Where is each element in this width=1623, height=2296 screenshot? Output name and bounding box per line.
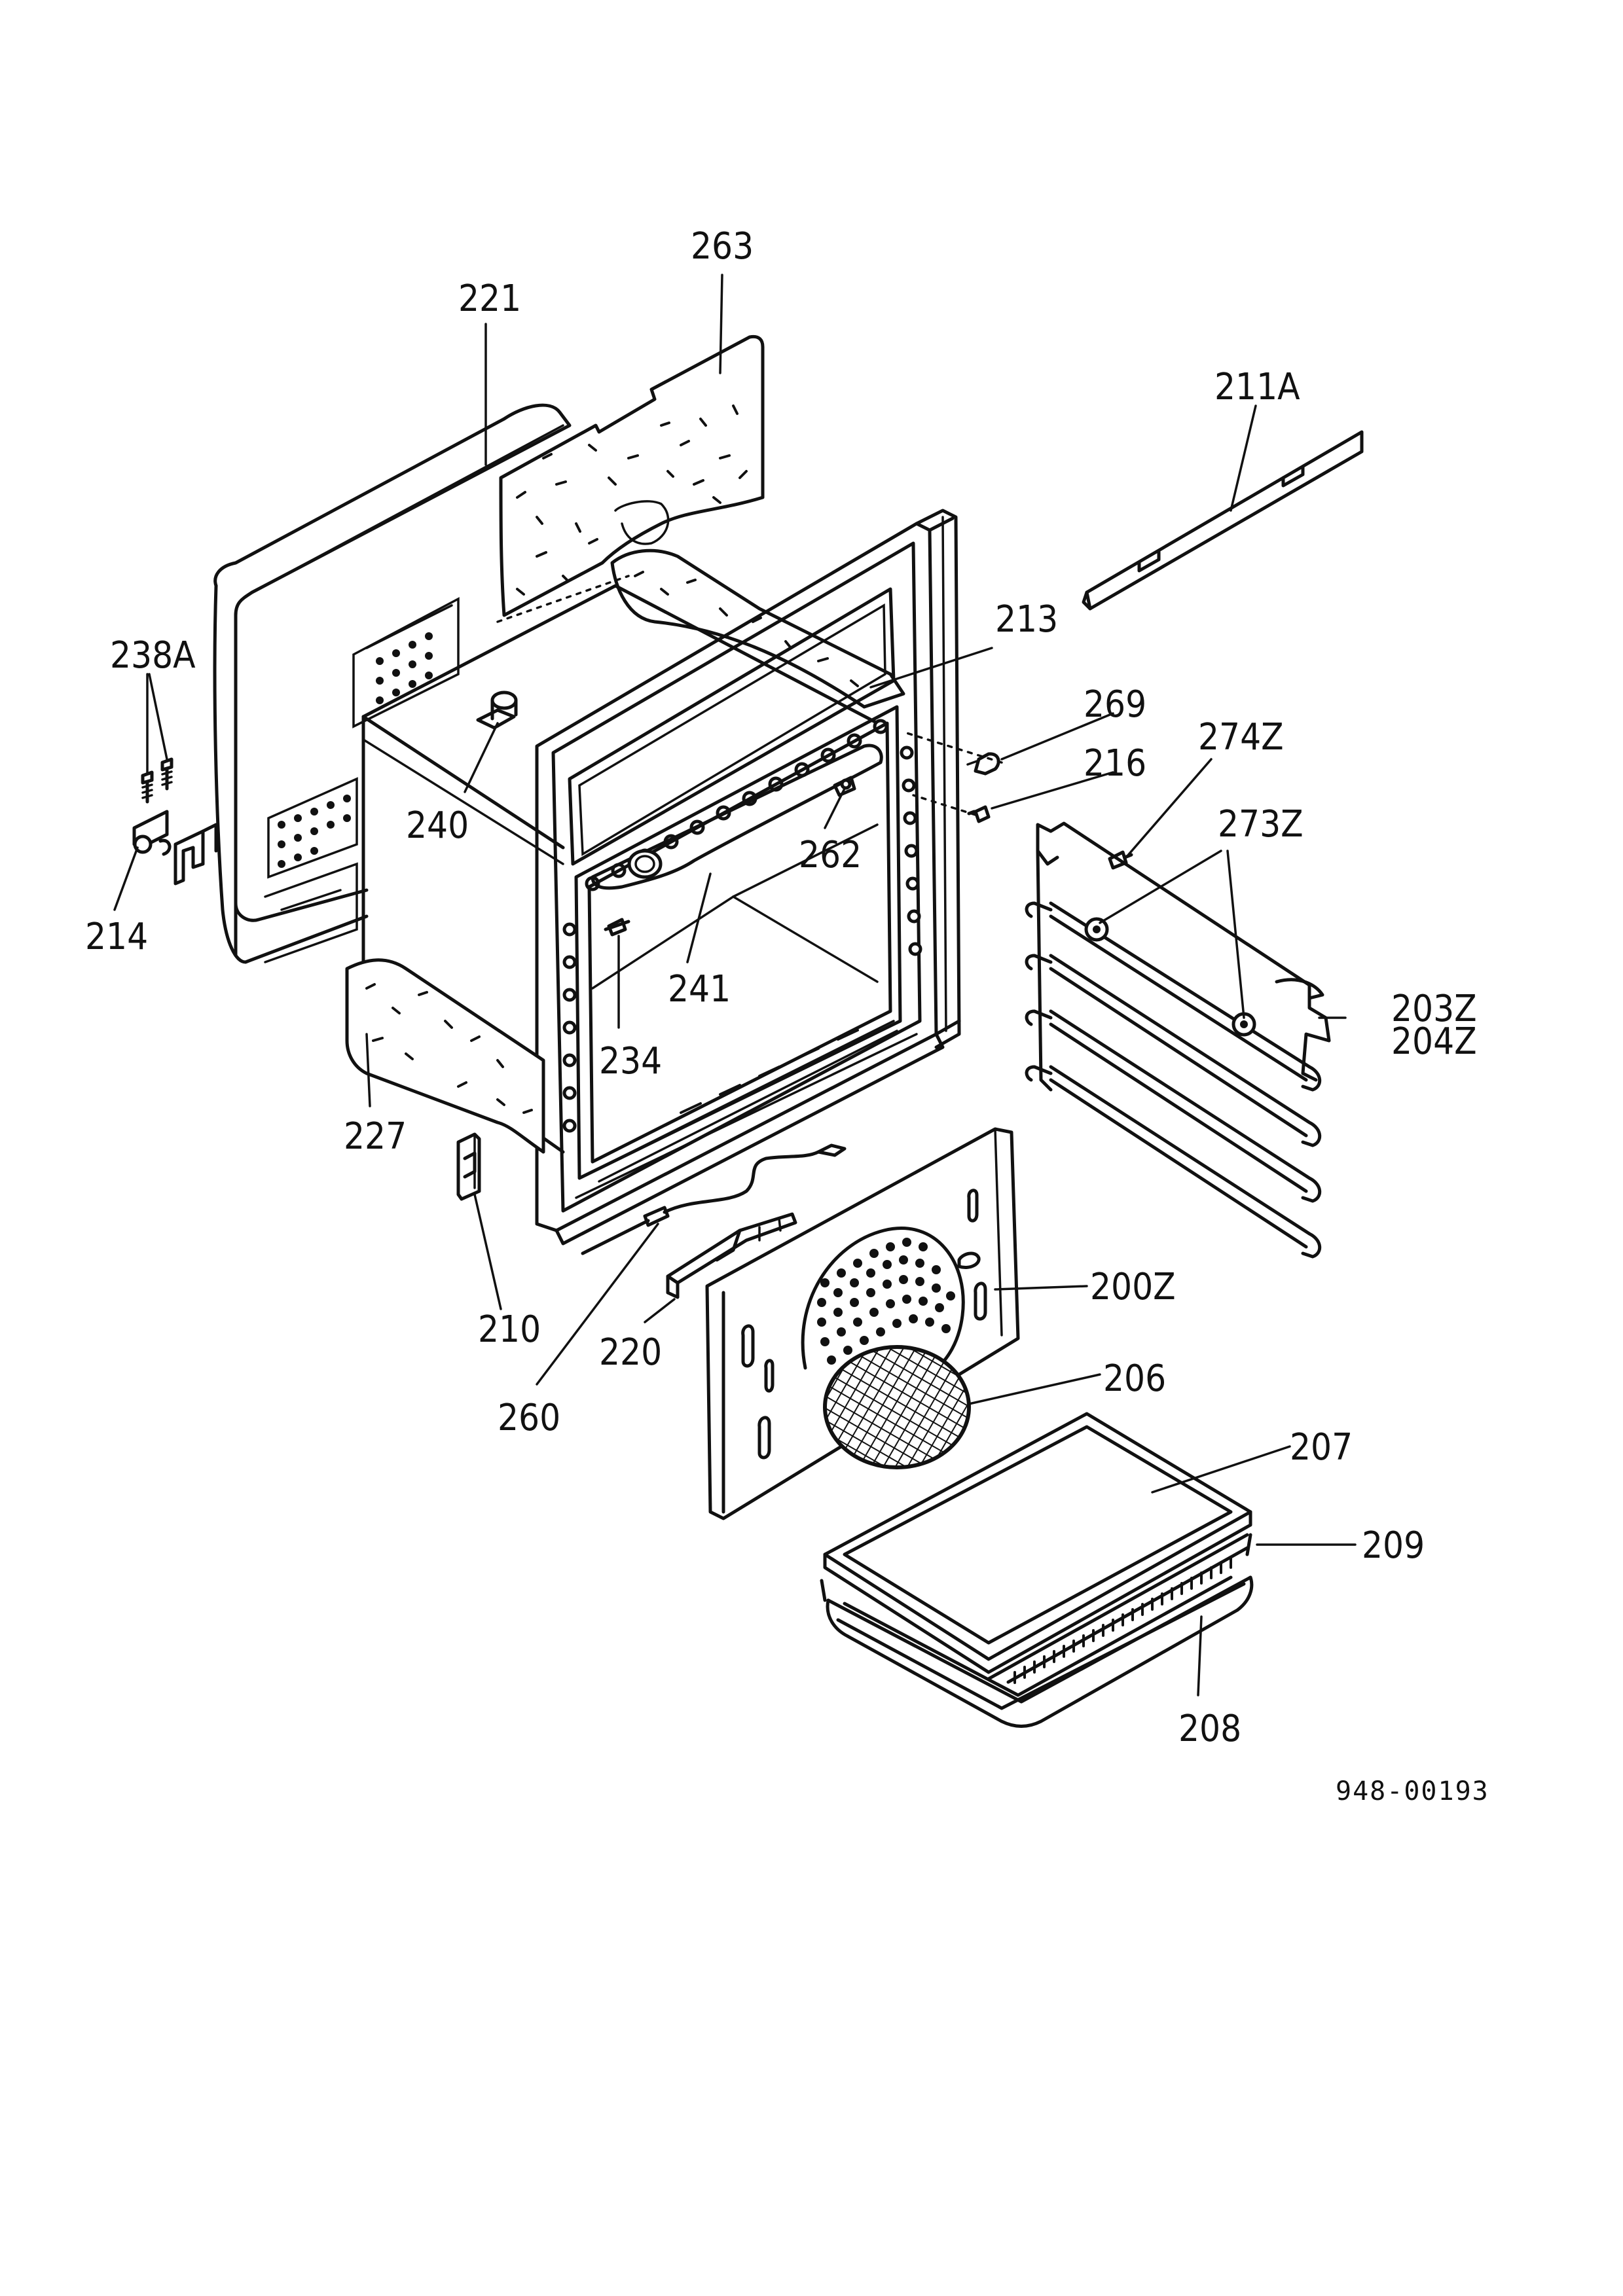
part-260-probe — [581, 1143, 847, 1255]
part-211A-strip — [1082, 430, 1364, 611]
label-203Z: 203Z — [1391, 988, 1477, 1030]
part-203Z-204Z-side-rack — [1025, 821, 1331, 1259]
label-260: 260 — [498, 1397, 560, 1439]
part-240-sensor — [476, 691, 518, 730]
alignment-lines — [496, 575, 1003, 816]
part-207-tray — [823, 1412, 1252, 1674]
label-204Z: 204Z — [1391, 1020, 1477, 1063]
label-209: 209 — [1362, 1524, 1425, 1567]
label-262: 262 — [799, 834, 862, 876]
leader-lines — [113, 274, 1357, 1696]
label-241: 241 — [668, 968, 731, 1011]
label-221: 221 — [458, 278, 521, 320]
part-238A-screws — [141, 757, 173, 804]
part-227-bottom-insulation — [345, 958, 545, 1154]
part-209-rack — [820, 1533, 1252, 1684]
label-263: 263 — [691, 225, 754, 268]
part-234-clip — [604, 918, 630, 937]
label-274Z: 274Z — [1198, 716, 1284, 759]
fan-perforations — [817, 1238, 955, 1365]
casing-perforations — [278, 632, 433, 868]
label-273Z: 273Z — [1218, 803, 1304, 846]
label-220: 220 — [599, 1331, 662, 1374]
label-211A: 211A — [1214, 366, 1300, 408]
part-208-tray — [826, 1575, 1254, 1728]
reference-code: 948-00193 — [1336, 1776, 1489, 1806]
part-269-screw — [966, 752, 1000, 776]
label-207: 207 — [1290, 1426, 1353, 1469]
part-221-outer-casing — [213, 403, 572, 964]
label-200Z: 200Z — [1090, 1266, 1176, 1308]
insulation-strip-top — [610, 548, 905, 709]
label-210: 210 — [478, 1308, 541, 1351]
part-210-side-clip — [456, 1132, 481, 1201]
label-269: 269 — [1084, 683, 1146, 726]
label-214: 214 — [85, 916, 148, 958]
part-263-top-insulation — [499, 334, 765, 617]
label-238A: 238A — [110, 634, 196, 677]
label-240: 240 — [406, 804, 469, 847]
label-234: 234 — [599, 1040, 662, 1083]
label-227: 227 — [344, 1115, 407, 1158]
part-241-grill-element — [591, 744, 883, 890]
label-206: 206 — [1103, 1357, 1166, 1400]
label-213: 213 — [995, 598, 1058, 641]
label-216: 216 — [1084, 742, 1146, 785]
label-208: 208 — [1178, 1708, 1241, 1750]
part-213-front-frame — [535, 509, 961, 1246]
part-labels: 263 221 211A 213 238A 269 274Z 216 273Z … — [85, 225, 1489, 1806]
part-206-mesh-filter — [823, 1345, 971, 1469]
part-214-hinge-bracket — [132, 810, 218, 886]
part-220-bracket — [666, 1212, 797, 1299]
part-262-clip — [833, 776, 856, 797]
